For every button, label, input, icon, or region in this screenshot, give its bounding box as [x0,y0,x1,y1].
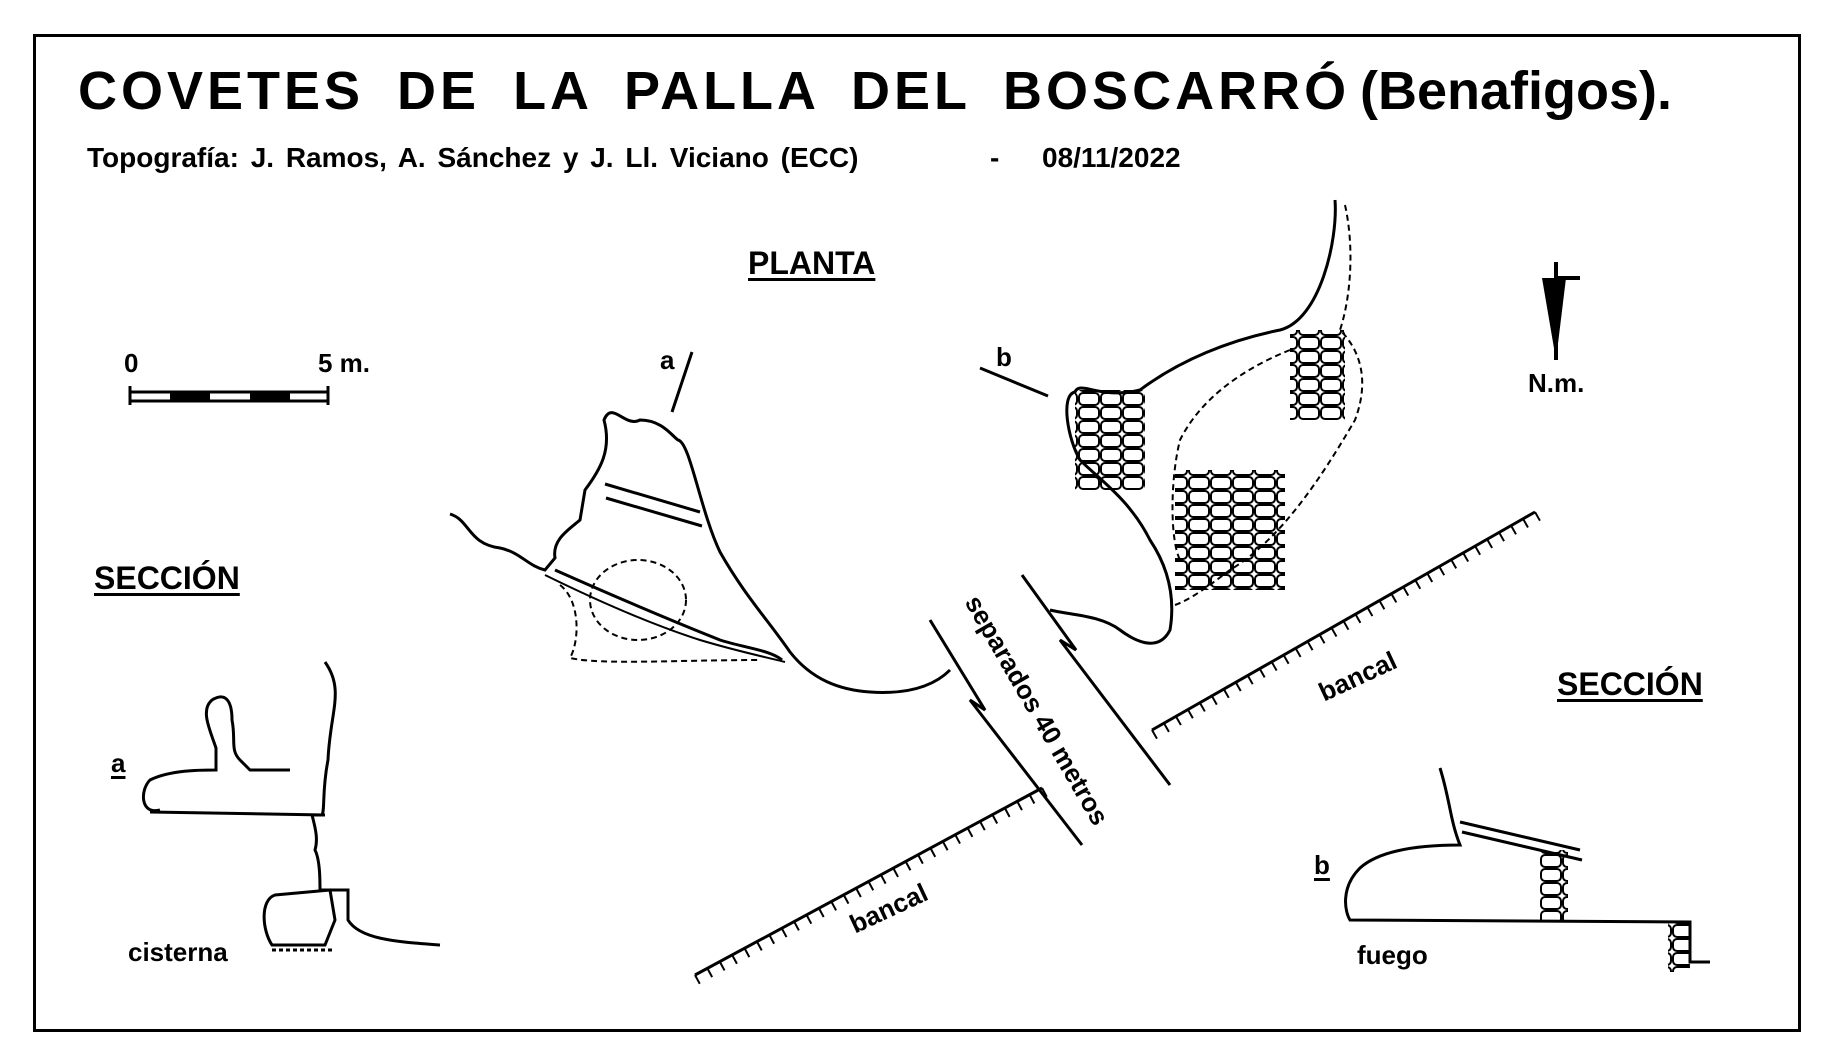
terrace-tick [1294,647,1302,658]
terrace-tick [1498,531,1505,542]
section-b-profile [1344,767,1710,972]
terrace-tick [1151,729,1158,740]
terrace-tick [1175,715,1182,726]
terrace-tick [904,860,912,871]
section-a-profile [141,661,441,952]
terrace-tick [1199,702,1206,712]
scale-bar [128,386,330,405]
terrace-tick [979,820,986,831]
plan-cave-b [979,199,1364,645]
terrace-tick [1438,566,1446,576]
terrace-tick [1258,668,1266,678]
terrace-tick [1210,695,1218,706]
terrace-tick [718,961,726,971]
terrace-tick [706,967,714,978]
terrace-tick [880,874,887,885]
terrace-tick [1330,627,1338,637]
plan-section-b-marker: b [996,342,1012,372]
terrace-tick [929,847,937,858]
terrace-tick [1187,709,1194,719]
survey-credits: Topografía: J. Ramos, A. Sánchez y J. Ll… [87,142,859,173]
terrace-tick [954,834,961,845]
plan-heading: PLANTA [748,245,876,281]
map-frame [33,34,1801,1032]
cistern-label: cisterna [128,937,228,967]
terrace-tick [1366,606,1374,617]
terrace-tick [917,854,924,865]
terrace-tick [1402,586,1410,597]
terrace-tick [780,927,788,938]
terrace-tick [855,887,862,898]
section-right-heading: SECCIÓN [1557,666,1703,702]
terrace-tick [793,921,800,931]
map-region: (Benafigos). [1360,61,1673,121]
terrace-edge-right [1151,510,1541,740]
terrace-tick [1486,538,1493,549]
terrace-edge-left [694,786,1048,985]
terrace-tick [1510,525,1517,535]
terrace-tick [867,881,875,891]
fire-label: fuego [1357,940,1428,970]
terrace-tick [892,867,899,878]
north-arrow-icon [1542,262,1580,360]
terrace-tick [1306,640,1314,651]
terrace-tick [1163,722,1170,733]
separation-break-lines [928,574,1172,846]
terrace-tick [991,814,999,824]
terrace-tick [818,907,825,918]
terrace-tick [731,954,738,965]
terrace-tick [1474,545,1481,556]
section-right-marker: b [1314,850,1330,880]
terrace-tick [966,827,974,838]
terrace-tick [1282,654,1290,665]
terrace-tick [1342,620,1350,631]
terrace-tick [1246,675,1254,685]
terrace-tick [1003,807,1011,818]
terrace-tick [768,934,775,945]
terrace-tick [1354,613,1362,624]
terrace-tick [830,901,837,911]
terrace-tick [1318,634,1326,644]
terrace-tick [1450,559,1458,569]
terrace-tick [941,840,949,851]
terrace-tick [1270,661,1278,672]
terrace-tick [1378,600,1386,610]
scale-end-label: 5 m. [318,348,371,378]
terrace-tick [1414,579,1422,590]
terrace-tick [694,974,701,985]
terrace-tick [1426,572,1434,583]
terrace-tick [1390,593,1398,603]
terrace-tick [842,894,850,905]
credits-separator: - [990,142,1000,173]
north-label: N.m. [1528,368,1585,398]
terrace-tick [1028,794,1036,804]
terrace-tick [1462,552,1470,563]
section-left-marker: a [111,748,126,778]
plan-section-a-marker: a [660,345,675,375]
terrace-tick [1016,800,1023,811]
terrace-tick [1534,511,1541,522]
terrace-tick [743,947,751,958]
terrace-tick [756,941,763,951]
scale-start-label: 0 [124,348,139,378]
terrace-tick [1234,681,1242,692]
terrace-tick [1522,518,1529,528]
terrace-tick [1222,688,1230,699]
survey-date: 08/11/2022 [1042,142,1181,173]
terrace-tick [805,914,813,925]
section-left-heading: SECCIÓN [94,560,240,596]
terrace-tick [1041,787,1048,798]
map-title: COVETES DE LA PALLA DEL BOSCARRÓ [78,61,1351,121]
plan-cave-a [449,351,952,694]
